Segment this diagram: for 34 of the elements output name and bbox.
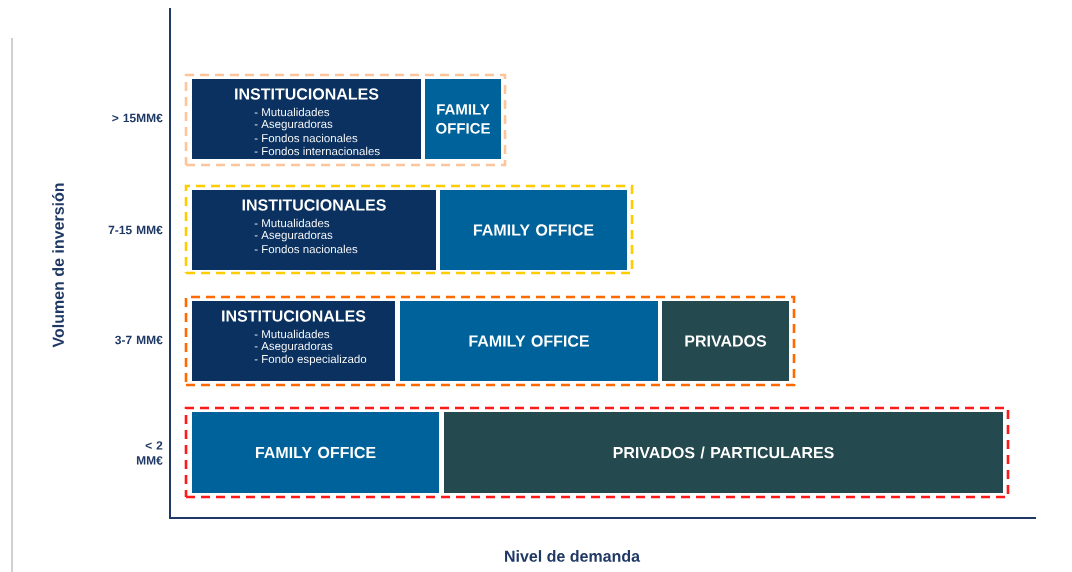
axis-tick-label: 3-7 MM€: [115, 335, 163, 345]
box-title: INSTITUCIONALES: [242, 199, 386, 211]
category-box: [440, 190, 627, 270]
axis-tick-label: > 15MM€: [112, 113, 163, 123]
box-title: PRIVADOS / PARTICULARES: [613, 446, 834, 459]
box-title: INSTITUCIONALES: [235, 88, 379, 100]
axis-tick-label: < 2 MM€: [136, 441, 163, 465]
axis-title: Volumen de inversión: [52, 183, 64, 348]
list-item: - Mutualidades: [254, 329, 330, 339]
axis-title: Nivel de demanda: [505, 550, 641, 562]
box-title: INSTITUCIONALES: [222, 310, 366, 322]
list-item: - Aseguradoras: [254, 119, 333, 131]
category-box: [444, 412, 1003, 493]
list-item: - Fondos nacionales: [254, 244, 358, 254]
category-box: [425, 79, 501, 159]
list-item: - Mutualidades: [254, 107, 330, 117]
box-title: PRIVADOS: [685, 335, 767, 347]
list-item: - Fondos nacionales: [254, 133, 358, 143]
box-title: FAMILY OFFICE: [473, 224, 594, 236]
list-item: - Fondo especializado: [254, 354, 367, 366]
axis-tick-label: 7-15 MM€: [108, 225, 163, 235]
box-title: FAMILY OFFICE: [469, 335, 589, 347]
list-item: - Mutualidades: [254, 218, 330, 228]
category-box: [192, 190, 436, 270]
category-box: [662, 301, 789, 381]
list-item: - Aseguradoras: [254, 230, 333, 242]
category-box: [192, 412, 439, 493]
category-box: [192, 79, 421, 159]
box-title: FAMILY OFFICE: [256, 446, 376, 459]
list-item: - Fondos internacionales: [254, 146, 380, 156]
box-title: FAMILY OFFICE: [436, 104, 490, 134]
list-item: - Aseguradoras: [254, 341, 333, 353]
category-box: [192, 301, 395, 381]
category-box: [400, 301, 658, 381]
